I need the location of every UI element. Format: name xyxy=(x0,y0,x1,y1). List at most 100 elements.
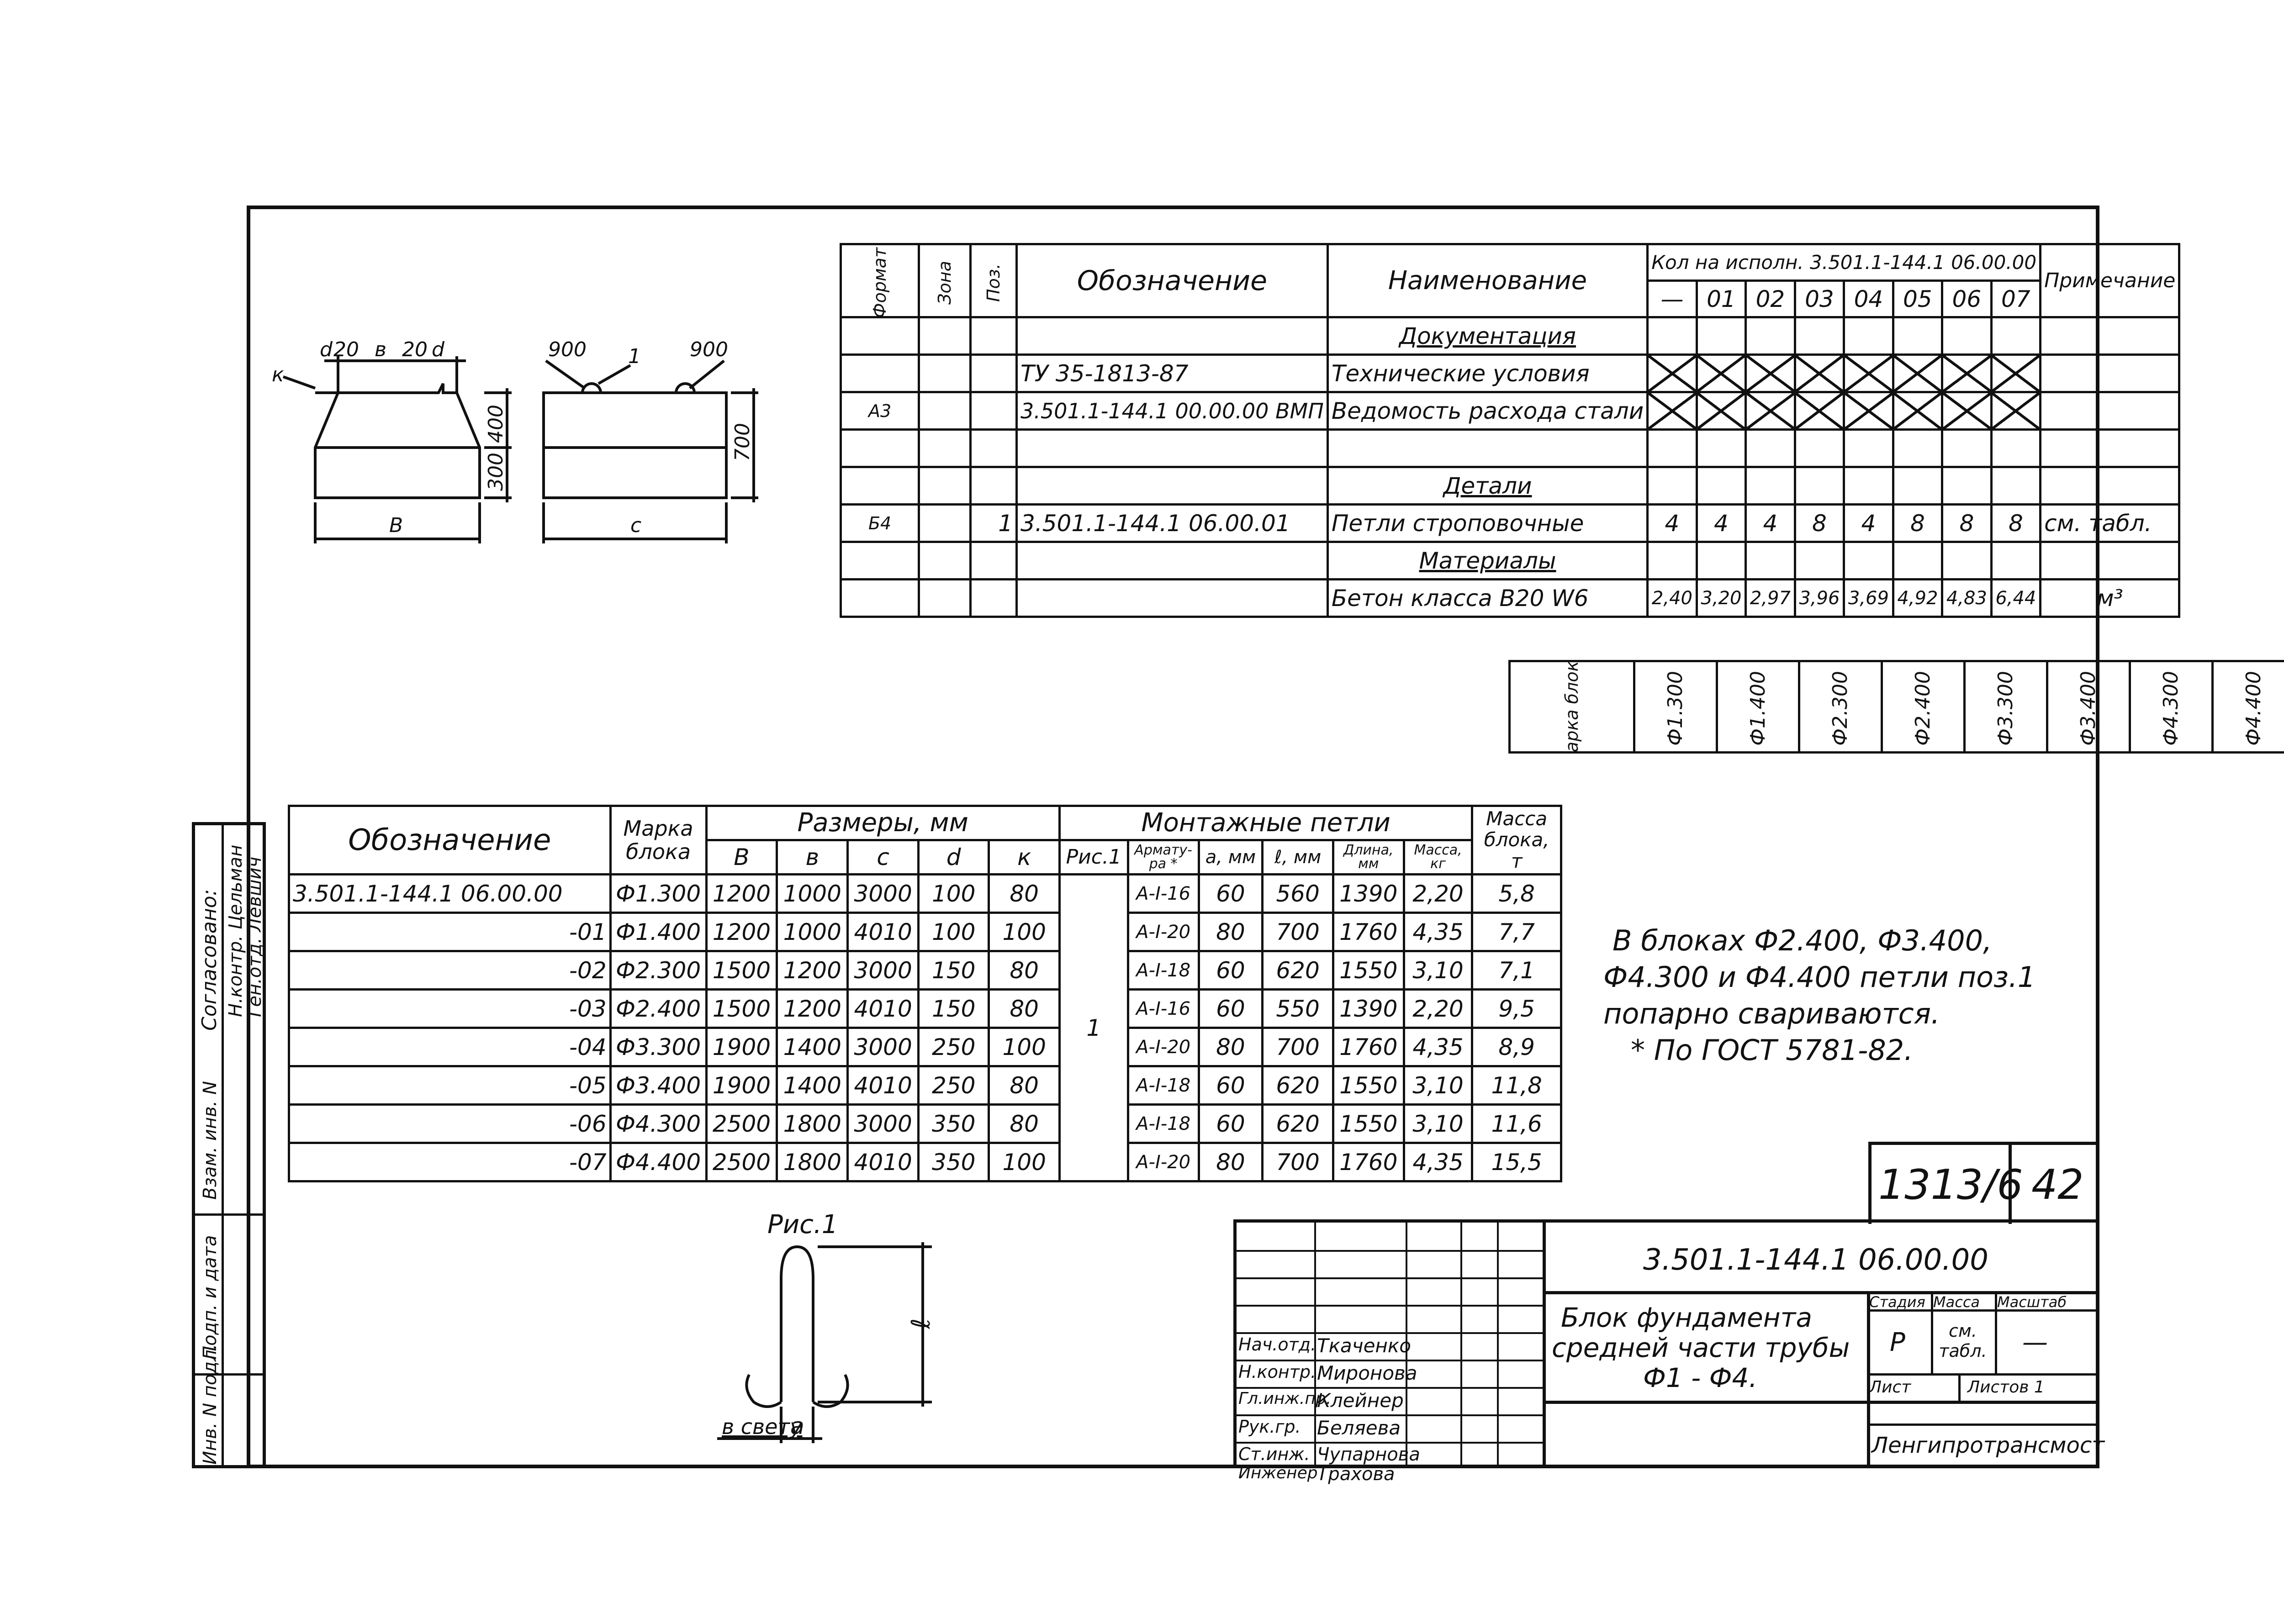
concrete-note: м³ xyxy=(2039,578,2181,618)
loops-name: Петли строповочные xyxy=(1326,503,1649,543)
stage-header: Стадия xyxy=(1869,1293,1925,1311)
marks-label: Марка блока xyxy=(1561,661,1582,753)
row-b: 1400 xyxy=(776,1027,849,1067)
variant-header: 05 xyxy=(1892,279,1944,318)
sheet-number: 42 xyxy=(2031,1161,2084,1209)
concrete-qty: 6,44 xyxy=(1990,578,2042,618)
row-k: 100 xyxy=(988,1142,1061,1182)
row-mass: 8,9 xyxy=(1471,1027,1562,1067)
row-B: 1900 xyxy=(705,1027,778,1067)
na-cross xyxy=(1990,391,2042,431)
sketch-label-b: в xyxy=(375,338,386,361)
row-len: 1550 xyxy=(1332,1065,1405,1106)
row-a: 60 xyxy=(1197,1065,1264,1106)
concrete-qty: 3,96 xyxy=(1793,578,1845,618)
na-cross xyxy=(1990,353,2042,393)
mark-label: Ф2.400 xyxy=(1911,670,1935,746)
col-pos: Поз. xyxy=(983,263,1004,302)
vmp-designation: 3.501.1-144.1 00.00.00 ВМП xyxy=(1015,391,1329,431)
section-docs: Документация xyxy=(1326,316,1649,356)
loop-shape xyxy=(717,1242,932,1443)
loop-left xyxy=(581,382,602,393)
sketch-label-900a: 900 xyxy=(548,338,587,361)
table-row: -02 Ф2.300 1500 1200 3000 150 80 А-I-18 … xyxy=(288,950,1562,991)
mark-label: Ф2.300 xyxy=(1829,670,1852,746)
table-row: -03 Ф2.400 1500 1200 4010 150 80 А-I-16 … xyxy=(288,988,1562,1029)
drawing-designation: 3.501.1-144.1 06.00.00 xyxy=(1643,1243,1988,1277)
col-note: Примечание xyxy=(2039,243,2181,318)
block-sketch: d 20 в 20 d к В с 1 900 900 400 300 700 xyxy=(272,338,758,543)
row-arm: А-I-20 xyxy=(1126,1027,1200,1067)
row-mass: 11,8 xyxy=(1471,1065,1562,1106)
sheets-header: Листов 1 xyxy=(1967,1378,2045,1397)
col-name: Наименование xyxy=(1326,243,1649,318)
row-k: 80 xyxy=(988,988,1061,1029)
specification-table: Формат Зона Поз. Обозначение Наименовани… xyxy=(839,243,2181,618)
row-k: 80 xyxy=(988,950,1061,991)
col-designation: Обозначение xyxy=(1015,243,1329,318)
row-k: 80 xyxy=(988,1103,1061,1144)
row-designation: -04 xyxy=(288,1027,612,1067)
marks-table: Марка блока Ф1.300 Ф1.400 Ф2.300 Ф2.400 … xyxy=(1508,660,2284,754)
loops-qty: 8 xyxy=(1990,503,2042,543)
table-row: -07 Ф4.400 2500 1800 4010 350 100 А-I-20… xyxy=(288,1142,1562,1182)
row-designation: -06 xyxy=(288,1103,612,1144)
row-l: 560 xyxy=(1261,873,1334,914)
mass-value: см. табл. xyxy=(1939,1321,1987,1361)
title-line: Ф1 - Ф4. xyxy=(1643,1362,1757,1393)
na-cross xyxy=(1695,391,1747,431)
row-d: 250 xyxy=(917,1065,990,1106)
row-b: 1800 xyxy=(776,1142,849,1182)
note-line: В блоках Ф2.400, Ф3.400, xyxy=(1613,924,1992,957)
signer-name: Клейнер xyxy=(1317,1389,1404,1412)
loops-qty: 8 xyxy=(1892,503,1944,543)
sketch-label-c: с xyxy=(630,514,641,537)
row-d: 100 xyxy=(917,873,990,914)
sheet-header: Лист xyxy=(1869,1378,1911,1397)
col-format: Формат xyxy=(870,247,890,317)
table-row: -04 Ф3.300 1900 1400 3000 250 100 А-I-20… xyxy=(288,1027,1562,1067)
row-designation: -07 xyxy=(288,1142,612,1182)
side-divider xyxy=(222,825,224,1465)
table-row: 3.501.1-144.1 06.00.00 Ф1.300 1200 1000 … xyxy=(288,873,1562,1182)
concrete-qty: 3,20 xyxy=(1695,578,1747,618)
signer-name: Трахова xyxy=(1317,1464,1395,1485)
sketch-label-k: к xyxy=(272,363,284,386)
signer-role: Н.контр. xyxy=(1238,1362,1316,1382)
row-designation: 3.501.1-144.1 06.00.00 xyxy=(288,873,612,914)
side-replace-inv: Взам. инв. N xyxy=(200,1081,221,1200)
signer-name: Миронова xyxy=(1317,1362,1417,1384)
side-inv-original: Инв. N подл. xyxy=(200,1344,221,1465)
drawing-frame xyxy=(247,206,2099,1468)
row-mk: 3,10 xyxy=(1402,1103,1474,1144)
row-k: 80 xyxy=(988,1065,1061,1106)
row-len: 1760 xyxy=(1332,1027,1405,1067)
row-mk: 3,10 xyxy=(1402,950,1474,991)
row-c: 3000 xyxy=(846,1103,920,1144)
signature-grid: Нач.отд. Ткаченко Н.контр. Миронова Гл.и… xyxy=(1237,1223,1546,1485)
row-b: 1200 xyxy=(776,988,849,1029)
figure-title: Рис.1 xyxy=(767,1210,838,1239)
row-mass: 9,5 xyxy=(1471,988,1562,1029)
dt-loop-col: ℓ, мм xyxy=(1261,839,1334,875)
table-row: -05 Ф3.400 1900 1400 4010 250 80 А-I-18 … xyxy=(288,1065,1562,1106)
row-c: 4010 xyxy=(846,988,920,1029)
table-row: -01 Ф1.400 1200 1000 4010 100 100 А-I-20… xyxy=(288,912,1562,952)
title-line: средней части трубы xyxy=(1552,1332,1850,1363)
figure-l-label: ℓ xyxy=(906,1318,936,1329)
row-l: 620 xyxy=(1261,1103,1334,1144)
na-cross xyxy=(1745,391,1796,431)
row-l: 700 xyxy=(1261,1142,1334,1182)
row-mk: 4,35 xyxy=(1402,1142,1474,1182)
signer-role: Инженер xyxy=(1238,1464,1318,1482)
row-len: 1390 xyxy=(1332,988,1405,1029)
row-mark: Ф2.300 xyxy=(609,950,708,991)
dt-loop-col: Армату-ра * xyxy=(1126,839,1200,875)
row-l: 620 xyxy=(1261,950,1334,991)
dt-size-col: к xyxy=(988,839,1061,875)
row-d: 350 xyxy=(917,1103,990,1144)
doc-code: 1313/6 xyxy=(1878,1161,2023,1209)
row-arm: А-I-18 xyxy=(1126,950,1200,991)
sketch-label-B: В xyxy=(389,514,403,537)
row-mass: 7,1 xyxy=(1471,950,1562,991)
